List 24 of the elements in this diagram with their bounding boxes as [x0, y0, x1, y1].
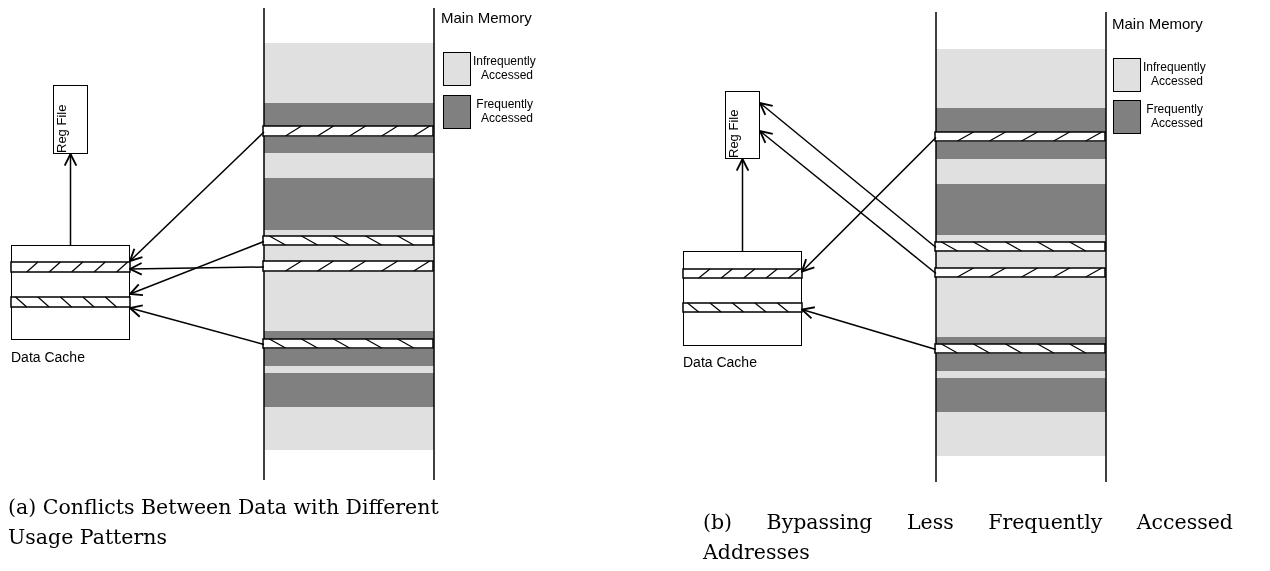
register-file-box	[725, 91, 760, 159]
cache-box	[683, 251, 802, 346]
caption: (b) Bypassing Less Frequently Accessed Addresses	[703, 509, 1233, 566]
caption: (a) Conflicts Between Data with Different Usage Patterns	[8, 494, 440, 551]
box-label: Reg File	[726, 109, 742, 158]
register-file-box	[53, 85, 88, 154]
box-label: Reg File	[54, 104, 70, 153]
arrow	[129, 240, 265, 297]
arrow	[801, 136, 937, 273]
arrow	[63, 153, 78, 246]
legend-label: Frequently Accessed	[475, 97, 533, 125]
arrow	[759, 130, 937, 275]
arrow	[735, 158, 750, 252]
cache-label: Data Cache	[683, 354, 757, 370]
arrow	[129, 262, 265, 276]
arrow	[129, 131, 265, 262]
cache-box	[11, 245, 130, 340]
legend-label: Frequently Accessed	[1145, 102, 1203, 130]
memory-heading: Main Memory	[1112, 16, 1203, 32]
arrow	[801, 306, 937, 351]
arrow	[129, 304, 265, 346]
cache-label: Data Cache	[11, 349, 85, 365]
arrow	[759, 102, 937, 249]
memory-heading: Main Memory	[441, 10, 532, 26]
